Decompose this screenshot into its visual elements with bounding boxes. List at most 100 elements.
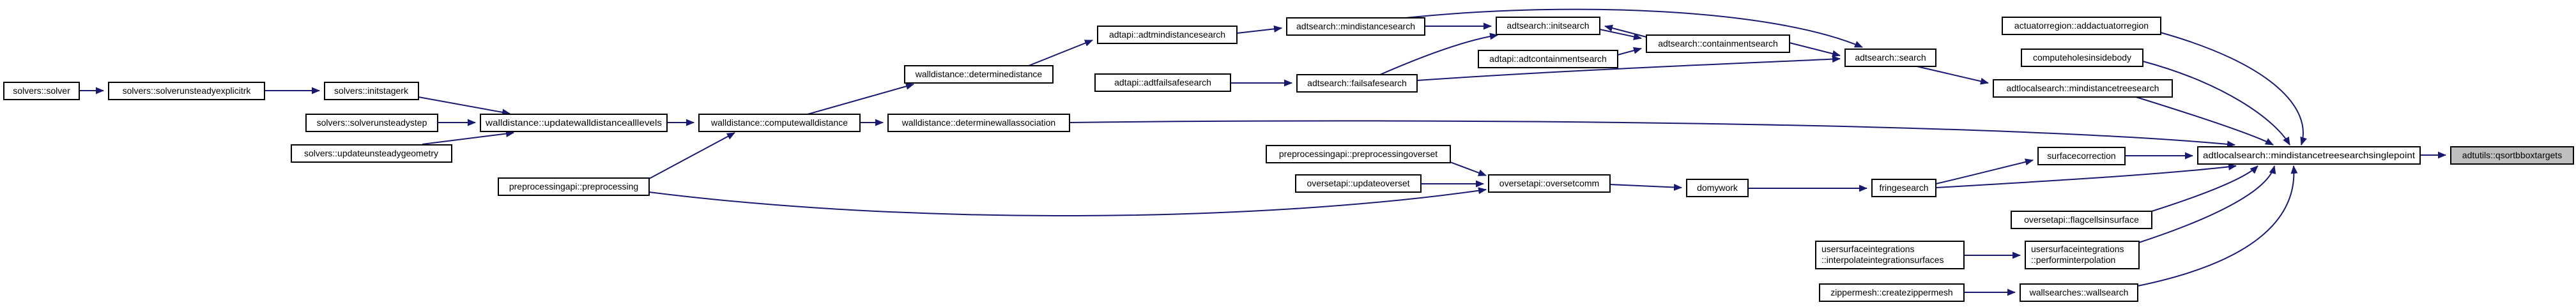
node-box xyxy=(2020,283,2138,302)
node-label: adtsearch::mindistancesearch xyxy=(1296,21,1415,31)
node-box xyxy=(698,114,861,132)
node-actuatorregion-addactuatorregion[interactable]: actuatorregion::addactuatorregion xyxy=(2002,17,2161,35)
edge-layer xyxy=(79,8,2446,296)
edge-oversetcomm-domywork xyxy=(1609,183,1682,191)
node-box xyxy=(324,82,419,100)
node-adtsearch-mindistancesearch[interactable]: adtsearch::mindistancesearch xyxy=(1286,17,1425,36)
node-label: adtsearch::containmentsearch xyxy=(1658,38,1778,49)
node-box xyxy=(1844,49,1936,67)
node-walldistance-determinedistance[interactable]: walldistance::determinedistance xyxy=(904,65,1054,84)
node-preprocessingapi-preprocessingoverset[interactable]: preprocessingapi::preprocessingoverset xyxy=(1266,145,1451,163)
node-box xyxy=(1496,17,1600,35)
edge-fringesearch-surfacecorrection xyxy=(1935,158,2034,184)
node-oversetapi-oversetcomm[interactable]: oversetapi::oversetcomm xyxy=(1488,174,1611,193)
node-solvers-initstagerk[interactable]: solvers::initstagerk xyxy=(324,82,419,100)
node-fringesearch[interactable]: fringesearch xyxy=(1871,179,1936,197)
node-domywork[interactable]: domywork xyxy=(1686,179,1749,197)
node-adtlocalsearch-mindistancetreesearchsinglepoint[interactable]: adtlocalsearch::mindistancetreesearchsin… xyxy=(2197,146,2421,165)
edge-adtcontainmentsearch-containmentsearch xyxy=(1617,47,1642,56)
node-label: adtutils::qsortbboxtargets xyxy=(2462,150,2562,160)
node-adtutils-qsortbboxtargets[interactable]: adtutils::qsortbboxtargets xyxy=(2450,146,2574,165)
node-box xyxy=(291,144,452,163)
node-label: walldistance::updatewalldistancealllevel… xyxy=(485,117,662,128)
edge-addactuatorregion-singlepoint xyxy=(2160,32,2307,146)
node-adtapi-adtfailsafesearch[interactable]: adtapi::adtfailsafesearch xyxy=(1094,73,1231,92)
edge-computeholesinsidebody-singlepoint xyxy=(2142,61,2290,146)
node-box xyxy=(1097,26,1238,44)
node-solvers-solver[interactable]: solvers::solver xyxy=(3,82,80,100)
node-adtsearch-failsafesearch[interactable]: adtsearch::failsafesearch xyxy=(1296,74,1418,93)
node-box xyxy=(480,114,668,132)
edge-initstagerk-updatewalldistancealllevels xyxy=(418,96,510,116)
node-box xyxy=(1815,241,1965,269)
node-label: walldistance::determinewallassociation xyxy=(901,117,1055,128)
node-box xyxy=(1993,79,2173,98)
edge-wallsearch-singlepoint xyxy=(2137,165,2298,287)
node-box xyxy=(3,82,80,100)
node-computeholesinsidebody[interactable]: computeholesinsidebody xyxy=(2021,49,2143,67)
edge-preprocessing-computewalldistance xyxy=(648,132,735,179)
node-walldistance-updatewalldistancealllevels[interactable]: walldistance::updatewalldistancealllevel… xyxy=(480,114,668,132)
node-label: surfacecorrection xyxy=(2047,151,2115,161)
node-label: preprocessingapi::preprocessingoverset xyxy=(1279,149,1438,159)
node-oversetapi-flagcellsinsurface[interactable]: oversetapi::flagcellsinsurface xyxy=(2011,211,2152,229)
node-adtsearch-initsearch[interactable]: adtsearch::initsearch xyxy=(1496,17,1600,35)
node-adtsearch-containmentsearch[interactable]: adtsearch::containmentsearch xyxy=(1646,34,1790,53)
edge-computewalldistance-determinedistance xyxy=(807,82,914,115)
node-walldistance-computewalldistance[interactable]: walldistance::computewalldistance xyxy=(698,114,861,132)
node-label: solvers::updateunsteadygeometry xyxy=(304,148,438,158)
node-box xyxy=(2025,241,2140,269)
node-label: oversetapi::updateoverset xyxy=(1307,178,1409,188)
node-label: adtlocalsearch::mindistancetreesearchsin… xyxy=(2203,150,2415,160)
node-zippermesh-createzippermesh[interactable]: zippermesh::createzippermesh xyxy=(1819,283,1965,302)
edge-performinterpolation-singlepoint xyxy=(2138,165,2276,243)
node-adtlocalsearch-mindistancetreesearch[interactable]: adtlocalsearch::mindistancetreesearch xyxy=(1993,79,2173,98)
edge-failsafesearch-initsearch xyxy=(1379,33,1498,75)
node-label: computeholesinsidebody xyxy=(2033,52,2131,63)
node-box xyxy=(1266,145,1451,163)
node-label: usersurfaceintegrations xyxy=(2031,244,2124,254)
node-label: oversetapi::flagcellsinsurface xyxy=(2024,214,2139,225)
node-box xyxy=(887,114,1070,132)
node-box xyxy=(2021,49,2143,67)
node-label: walldistance::computewalldistance xyxy=(710,117,848,128)
node-solvers-updateunsteadygeometry[interactable]: solvers::updateunsteadygeometry xyxy=(291,144,452,163)
node-usersurfaceintegrations-performinterpolation[interactable]: usersurfaceintegrations ::performinterpo… xyxy=(2025,241,2140,269)
edge-determinewallassociation-singlepoint xyxy=(1069,120,2235,148)
node-usersurfaceintegrations-interpolateintegrationsurfaces[interactable]: usersurfaceintegrations ::interpolateint… xyxy=(1815,241,1965,269)
node-box xyxy=(1286,17,1425,36)
node-preprocessingapi-preprocessing[interactable]: preprocessingapi::preprocessing xyxy=(498,177,650,196)
node-label: domywork xyxy=(1697,183,1738,193)
node-box xyxy=(2037,147,2126,165)
node-solvers-solverunsteadyexplicitrk[interactable]: solvers::solverunsteadyexplicitrk xyxy=(108,82,265,100)
node-adtapi-adtcontainmentsearch[interactable]: adtapi::adtcontainmentsearch xyxy=(1478,50,1618,68)
edge-determinedistance-adtmindistancesearch xyxy=(1028,40,1093,66)
node-box xyxy=(2197,146,2421,165)
edge-flagcellsinsurface-singlepoint xyxy=(2151,165,2258,212)
node-label: usersurfaceintegrations xyxy=(1821,244,1915,254)
edge-containmentsearch-search xyxy=(1789,42,1841,57)
node-label: solvers::solverunsteadyexplicitrk xyxy=(123,86,252,96)
node-box xyxy=(1686,179,1749,197)
node-box xyxy=(2002,17,2161,35)
node-wallsearches-wallsearch[interactable]: wallsearches::wallsearch xyxy=(2020,283,2138,302)
node-solvers-solverunsteadystep[interactable]: solvers::solverunsteadystep xyxy=(305,114,438,132)
node-walldistance-determinewallassociation[interactable]: walldistance::determinewallassociation xyxy=(887,114,1070,132)
node-adtsearch-search[interactable]: adtsearch::search xyxy=(1844,49,1936,67)
node-label: preprocessingapi::preprocessing xyxy=(509,181,638,191)
node-adtapi-adtmindistancesearch[interactable]: adtapi::adtmindistancesearch xyxy=(1097,26,1238,44)
node-surfacecorrection[interactable]: surfacecorrection xyxy=(2037,147,2126,165)
edge-adtmindistancesearch-mindistancesearch xyxy=(1236,25,1282,34)
node-label: solvers::initstagerk xyxy=(334,86,409,96)
node-box xyxy=(1488,174,1611,193)
edge-fringesearch-singlepoint xyxy=(1935,163,2237,188)
node-label: actuatorregion::addactuatorregion xyxy=(2014,20,2149,31)
edge-preprocessing-oversetcomm xyxy=(648,187,1487,217)
node-box xyxy=(498,177,650,196)
node-oversetapi-updateoverset[interactable]: oversetapi::updateoverset xyxy=(1295,174,1422,193)
node-label-line2: ::performinterpolation xyxy=(2031,255,2115,265)
edge-failsafesearch-search xyxy=(1416,56,1841,81)
node-box xyxy=(1819,283,1965,302)
node-label: adtapi::adtcontainmentsearch xyxy=(1489,54,1607,64)
